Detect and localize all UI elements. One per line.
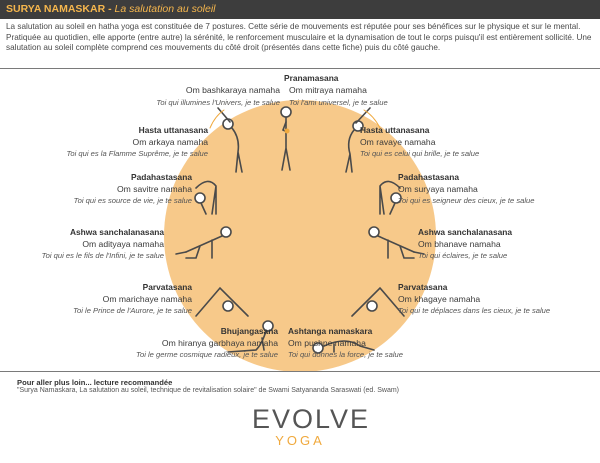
pose-right-2: Padahastasana Om suryaya namaha Toi qui … — [398, 172, 535, 207]
pose-left-3: Ashwa sanchalanasana Om adityaya namaha … — [42, 227, 164, 262]
pose-right-3-name: Ashwa sanchalanasana — [418, 227, 513, 237]
header-bar — [0, 0, 600, 19]
title-subtitle: La salutation au soleil — [114, 3, 216, 15]
pose-left-4-figure — [195, 286, 249, 317]
pose-right-2-mantra: Om suryaya namaha — [398, 183, 478, 194]
pose-right-1: Hasta uttanasana Om ravaye namaha Toi qu… — [360, 125, 479, 160]
evolve-yoga-logo: EVOLVE YOGA — [252, 404, 371, 454]
title-main: SURYA NAMASKAR — [6, 3, 106, 15]
pose-right-3-trans: Toi qui éclaires, je te salue — [418, 251, 508, 260]
pose-top-figure — [280, 106, 292, 171]
footer-divider — [0, 371, 600, 372]
pose-right-4-figure — [351, 286, 405, 317]
pose-right-4: Parvatasana Om khagaye namaha Toi qui te… — [398, 282, 550, 317]
title-separator: - — [108, 3, 112, 15]
pose-right-3-mantra: Om bhanave namaha — [418, 238, 501, 249]
pose-top-trans-right: Toi l'ami universel, je te salue — [289, 97, 388, 107]
pose-right-4-name: Parvatasana — [398, 282, 448, 292]
pose-left-1-name: Hasta uttanasana — [138, 125, 208, 135]
pose-bottom-left: Bhujangasana Om hiranya garbhaya namaha … — [136, 326, 278, 361]
pose-left-1-mantra: Om arkaya namaha — [132, 136, 208, 147]
pose-left-2: Padahastasana Om savitre namaha Toi qui … — [74, 172, 192, 207]
pose-left-4-trans: Toi le Prince de l'Aurore, je te salue — [73, 306, 192, 315]
pose-bottom-right-figure — [312, 340, 375, 354]
pose-left-2-trans: Toi qui es source de vie, je te salue — [73, 196, 192, 205]
pose-right-3: Ashwa sanchalanasana Om bhanave namaha T… — [418, 227, 512, 262]
pose-left-4-mantra: Om marichaye namaha — [102, 293, 192, 304]
pose-top-right-text: Om mitraya namaha Toi l'ami universel, j… — [289, 85, 388, 108]
pose-right-1-figure — [345, 107, 381, 173]
pose-right-1-trans: Toi qui es celui qui brille, je te salue — [360, 149, 480, 158]
pose-right-2-name: Padahastasana — [398, 172, 459, 182]
pose-right-4-mantra: Om khagaye namaha — [398, 293, 481, 304]
pose-left-1-trans: Toi qui es la Flamme Suprême, je te salu… — [66, 149, 208, 158]
pose-right-1-mantra: Om ravaye namaha — [360, 136, 436, 147]
pose-right-2-trans: Toi qui es seigneur des cieux, je te sal… — [398, 196, 535, 205]
pose-right-4-trans: Toi qui te déplaces dans les cieux, je t… — [398, 306, 551, 315]
pose-top-name: Pranamasana — [284, 73, 339, 83]
pose-left-2-mantra: Om savitre namaha — [117, 183, 192, 194]
page-title: SURYA NAMASKAR - La salutation au soleil — [6, 3, 216, 15]
further-reading-title: Pour aller plus loin... lecture recomman… — [17, 378, 173, 387]
pose-bottom-left-figure — [227, 320, 274, 353]
pose-left-3-figure — [175, 226, 232, 259]
pose-top-trans-left: Toi qui illumines l'Univers, je te salue — [156, 97, 280, 107]
pose-top-left-text: Om bashkaraya namaha Toi qui illumines l… — [156, 85, 280, 108]
pose-left-1-figure — [209, 107, 243, 173]
pose-right-2-figure — [379, 180, 402, 215]
further-reading-text: "Surya Namaskara, La salutation au solei… — [17, 387, 399, 394]
pose-right-3-figure — [368, 226, 425, 259]
pose-left-2-figure — [194, 180, 217, 215]
pose-left-2-name: Padahastasana — [131, 172, 192, 182]
pose-left-3-trans: Toi qui es le fils de l'Infini, je te sa… — [41, 251, 164, 260]
pose-left-3-name: Ashwa sanchalanasana — [69, 227, 164, 237]
pose-bottom-right: Ashtanga namaskara Om pushne namaha Toi … — [288, 326, 403, 361]
pose-left-4-name: Parvatasana — [142, 282, 192, 292]
pose-bottom-left-trans: Toi le germe cosmique radieux, je te sal… — [136, 350, 278, 359]
pose-bottom-left-mantra: Om hiranya garbhaya namaha — [161, 337, 278, 348]
pose-right-1-name: Hasta uttanasana — [360, 125, 430, 135]
pose-bottom-right-trans: Toi qui donnes la force, je te salue — [288, 350, 403, 359]
pose-left-3-mantra: Om adityaya namaha — [82, 238, 164, 249]
pose-top-mantra-right: Om mitraya namaha — [289, 85, 367, 95]
intro-divider — [0, 68, 600, 69]
pose-bottom-right-mantra: Om pushne namaha — [288, 337, 366, 348]
intro-paragraph: La salutation au soleil en hatha yoga es… — [6, 22, 592, 53]
pose-top-mantra-left: Om bashkaraya namaha — [185, 85, 280, 95]
pose-bottom-right-name: Ashtanga namaskara — [288, 326, 373, 336]
pose-left-4: Parvatasana Om marichaye namaha Toi le P… — [73, 282, 192, 317]
pose-top: Pranamasana — [250, 73, 338, 85]
logo-word: EVOLVE — [252, 404, 371, 434]
pose-left-1: Hasta uttanasana Om arkaya namaha Toi qu… — [66, 125, 208, 160]
logo-sub: YOGA — [275, 433, 325, 448]
pose-bottom-left-name: Bhujangasana — [220, 326, 278, 336]
